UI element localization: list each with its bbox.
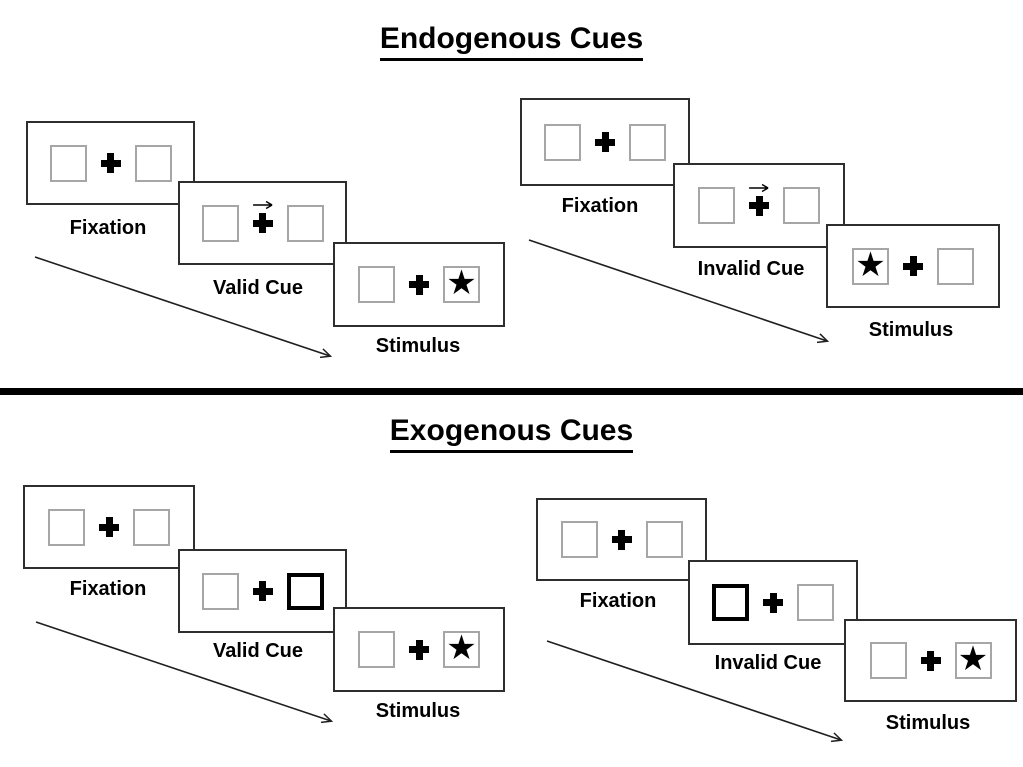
placeholder-box-left bbox=[49, 144, 87, 182]
panel-invalid-cue bbox=[688, 560, 858, 645]
star-icon: ★ bbox=[957, 640, 989, 678]
panel-fixation bbox=[23, 485, 195, 569]
star-icon: ★ bbox=[446, 629, 477, 667]
placeholder-box-left bbox=[698, 187, 735, 224]
fixation-cross-area bbox=[763, 592, 783, 613]
placeholder-box-right bbox=[937, 247, 974, 285]
sequence-arrow-exogenous-invalid bbox=[546, 640, 841, 740]
placeholder-box-left bbox=[544, 123, 581, 161]
placeholder-box-left bbox=[358, 266, 395, 303]
placeholder-box-left bbox=[48, 508, 85, 546]
fixation-cross-area bbox=[920, 650, 941, 671]
fixation-cross-area bbox=[252, 200, 273, 233]
panel-stimulus: ★ bbox=[844, 619, 1017, 702]
placeholder-box-right bbox=[286, 204, 324, 242]
panel-label: Invalid Cue bbox=[697, 258, 805, 280]
fixation-cross-icon bbox=[903, 256, 923, 276]
panel-label: Stimulus bbox=[375, 335, 461, 357]
placeholder-box-right bbox=[629, 123, 666, 161]
fixation-cross-area bbox=[100, 153, 121, 173]
panel-label: Valid Cue bbox=[212, 640, 304, 662]
star-icon: ★ bbox=[446, 264, 477, 302]
placeholder-box-left bbox=[560, 521, 598, 558]
panel-label: Fixation bbox=[69, 578, 147, 600]
panel-fixation bbox=[520, 98, 690, 186]
star-box-right: ★ bbox=[443, 266, 480, 303]
placeholder-box-right bbox=[133, 508, 170, 546]
fixation-cross-area bbox=[749, 183, 769, 216]
panel-fixation bbox=[26, 121, 195, 205]
fixation-cross-icon bbox=[749, 195, 769, 216]
panel-label: Stimulus bbox=[885, 712, 971, 734]
highlighted-cue-box-left bbox=[712, 584, 749, 621]
section-title-exogenous: Exogenous Cues bbox=[0, 414, 1023, 453]
star-box-right: ★ bbox=[443, 631, 480, 668]
panel-valid-cue bbox=[178, 181, 347, 265]
placeholder-box-right bbox=[134, 144, 172, 182]
star-box-right: ★ bbox=[954, 640, 992, 679]
panel-label: Stimulus bbox=[375, 700, 461, 722]
star-box-left: ★ bbox=[852, 245, 889, 285]
panel-label: Valid Cue bbox=[212, 277, 304, 299]
panel-label: Fixation bbox=[69, 217, 147, 239]
fixation-cross-area bbox=[595, 132, 615, 152]
fixation-cross-area bbox=[903, 256, 923, 276]
panel-stimulus: ★ bbox=[333, 242, 505, 327]
placeholder-box-left bbox=[201, 204, 239, 242]
fixation-cross-icon bbox=[252, 213, 273, 233]
panel-fixation bbox=[536, 498, 707, 581]
star-icon: ★ bbox=[855, 245, 886, 284]
placeholder-box-right bbox=[645, 521, 683, 558]
panel-valid-cue bbox=[178, 549, 347, 633]
fixation-cross-icon bbox=[595, 132, 615, 152]
fixation-cross-area bbox=[611, 529, 632, 550]
fixation-cross-icon bbox=[409, 639, 429, 660]
panel-stimulus: ★ bbox=[826, 224, 1000, 308]
panel-label: Invalid Cue bbox=[714, 652, 822, 674]
sequence-arrow-exogenous-valid bbox=[35, 621, 331, 721]
placeholder-box-left bbox=[869, 642, 907, 679]
section-title-text: Endogenous Cues bbox=[379, 22, 644, 61]
fixation-cross-area bbox=[99, 517, 119, 537]
fixation-cross-icon bbox=[409, 274, 429, 295]
section-divider bbox=[0, 388, 1023, 395]
cue-right-arrow-icon bbox=[749, 183, 769, 192]
fixation-cross-icon bbox=[920, 650, 941, 671]
panel-label: Stimulus bbox=[868, 319, 954, 341]
placeholder-box-right bbox=[783, 187, 820, 224]
placeholder-box-left bbox=[358, 631, 395, 668]
fixation-cross-icon bbox=[100, 153, 121, 173]
placeholder-box-right bbox=[797, 584, 834, 621]
placeholder-box-left bbox=[201, 572, 239, 610]
sequence-arrow-endogenous-invalid bbox=[528, 239, 827, 341]
cue-right-arrow-icon bbox=[252, 200, 272, 210]
highlighted-cue-box-right bbox=[286, 572, 324, 610]
panel-stimulus: ★ bbox=[333, 607, 505, 692]
panel-label: Fixation bbox=[579, 590, 657, 612]
panel-label: Fixation bbox=[561, 195, 639, 217]
fixation-cross-icon bbox=[99, 517, 119, 537]
sequence-arrow-endogenous-valid bbox=[34, 256, 330, 356]
fixation-cross-area bbox=[409, 639, 429, 660]
fixation-cross-icon bbox=[252, 581, 273, 601]
section-title-text: Exogenous Cues bbox=[389, 414, 634, 453]
panel-invalid-cue bbox=[673, 163, 845, 248]
fixation-cross-icon bbox=[763, 592, 783, 613]
fixation-cross-area bbox=[409, 274, 429, 295]
fixation-cross-icon bbox=[611, 529, 632, 550]
fixation-cross-area bbox=[252, 581, 273, 601]
section-title-endogenous: Endogenous Cues bbox=[0, 22, 1023, 61]
